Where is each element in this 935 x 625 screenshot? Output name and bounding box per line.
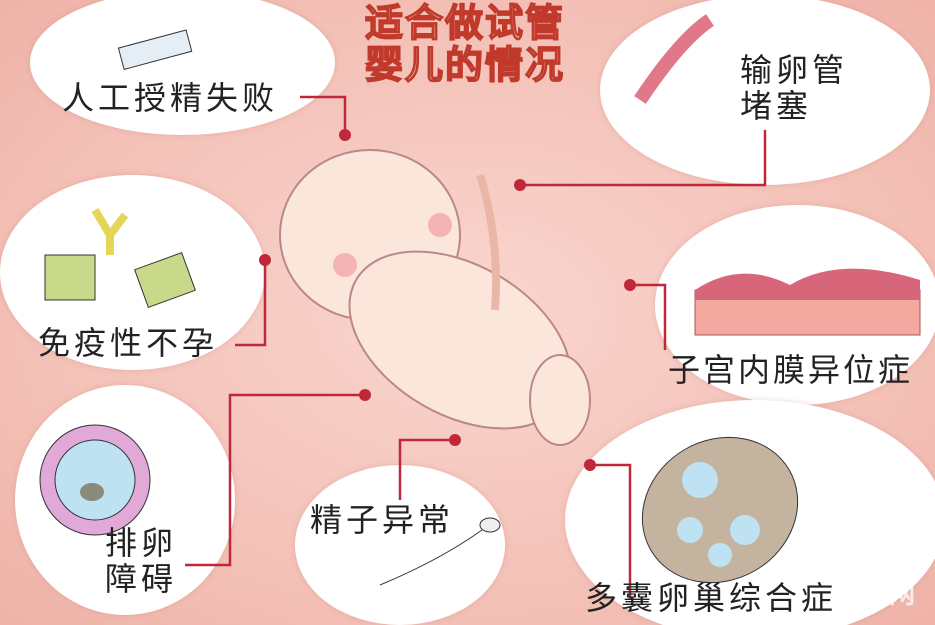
label-line: 输卵管 (740, 51, 849, 89)
label-line: 排卵 (105, 524, 178, 562)
sperm-icon (379, 517, 501, 586)
label-endometriosis: 子宫内膜异位症 (668, 351, 914, 389)
syringe-icon (117, 29, 193, 70)
watermark: 孕网 (862, 580, 915, 610)
egg-cell-icon (39, 424, 151, 536)
connector-lines (185, 95, 767, 600)
title-line-2: 婴儿的情况 (364, 43, 565, 87)
fallopian-tube-icon (634, 14, 715, 104)
title-line-1: 适合做试管 (364, 1, 565, 45)
label-artificial-insemination-failure: 人工授精失败 (62, 79, 279, 117)
bubble-artificial-insemination (30, 0, 335, 135)
bubble-immune-infertility (0, 175, 265, 370)
baby-illustration (279, 149, 591, 446)
label-immune-infertility: 免疫性不孕 (38, 324, 219, 362)
label-tubal-blockage: 输卵管堵塞 (740, 52, 848, 124)
ovary-icon (641, 436, 799, 584)
endometrium-icon (694, 268, 921, 336)
connector-dots (259, 129, 636, 471)
antibody-icon (44, 207, 196, 308)
label-ovulation-disorder: 排卵障碍 (105, 525, 177, 597)
label-sperm-abnormality: 精子异常 (310, 501, 455, 539)
label-line: 障碍 (105, 560, 178, 598)
label-line: 堵塞 (740, 87, 813, 125)
page-title: 适合做试管婴儿的情况 (335, 1, 595, 87)
label-pcos: 多囊卵巢综合症 (585, 579, 838, 617)
